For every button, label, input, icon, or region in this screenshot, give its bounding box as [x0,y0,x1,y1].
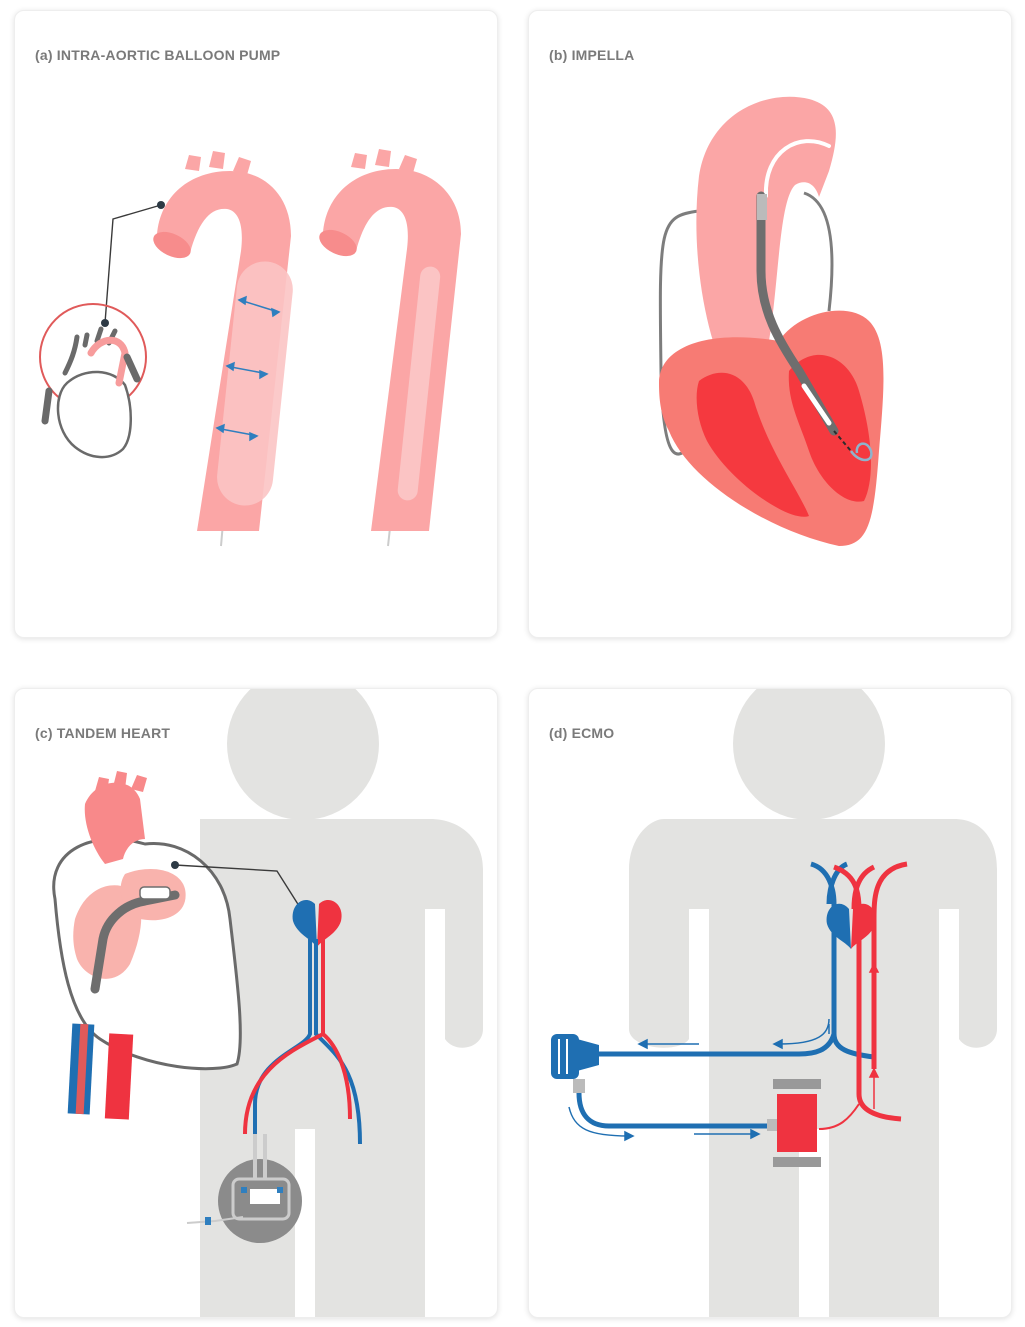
transseptal-cannula [90,890,180,994]
body-silhouette [629,689,997,1317]
pump-to-oxygenator-line [576,1092,769,1129]
heart-outline-icon [41,326,141,459]
panel-title: (d) ECMO [549,725,615,741]
panel-ecmo: (d) ECMO [528,688,1012,1318]
tandem-heart-illustration [52,689,483,1317]
aorta [696,96,836,392]
aorta-deflated-balloon [319,149,461,531]
pigtail-tip-icon [849,442,873,462]
centrifugal-pump-device [551,1034,599,1093]
panel-title: (b) IMPELLA [549,47,635,63]
panel-intra-aortic-balloon-pump: (a) INTRA-AORTIC BALLOON PUMP [14,10,498,638]
oxygenator-device [767,1079,821,1167]
impella-illustration [658,96,884,546]
left-ventricle-chamber [696,372,809,517]
inflation-arrows [215,295,281,442]
ecmo-illustration [551,689,997,1317]
venous-drainage-line [589,1033,837,1057]
vessel-lines [810,861,908,1122]
cannula-lines [243,939,362,1145]
aortic-arch [84,782,145,864]
flow-arrows [568,962,880,1142]
aorta-inflated-balloon [153,151,293,531]
small-heart-icon [826,903,851,949]
panel-title: (c) TANDEM HEART [35,725,171,741]
small-heart-icon [292,900,317,947]
callout-line [104,204,162,324]
panel-impella: (b) IMPELLA [528,10,1012,638]
panel-title: (a) INTRA-AORTIC BALLOON PUMP [35,47,281,63]
panel-tandem-heart: (c) TANDEM HEART [14,688,498,1318]
impella-catheter [756,191,839,436]
iabp-illustration [39,149,461,547]
artery-vessel [104,1033,134,1120]
drive-cable [658,209,700,456]
